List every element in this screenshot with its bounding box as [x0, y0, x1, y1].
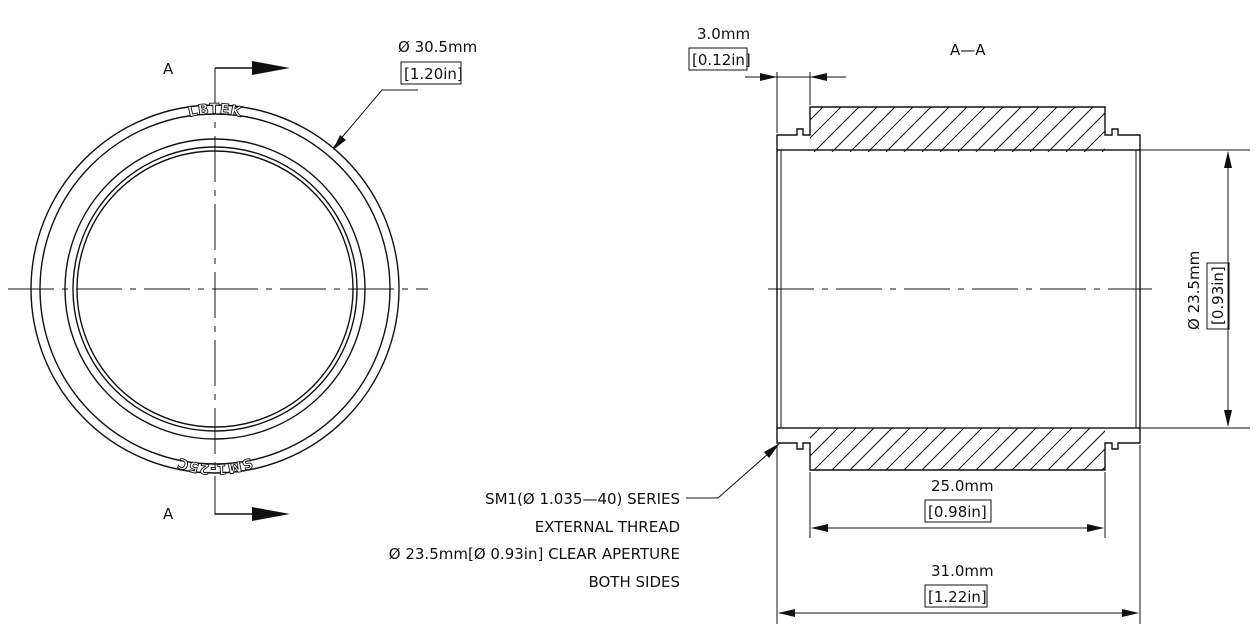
hatch-line [760, 428, 802, 470]
hatch-line [1156, 428, 1198, 470]
section-arrow-top [252, 61, 290, 75]
hatch-line [1120, 428, 1162, 470]
logo-bottom-text: SM1-25C [176, 454, 255, 477]
thread-arrow-right [1087, 524, 1104, 532]
hatch-line [1011, 428, 1055, 470]
hatch-line [921, 428, 965, 470]
wall-dim-arrow-right [810, 73, 827, 81]
hatch-line [1120, 107, 1165, 152]
front-view: A A LBTEK SM1-25C Ø 30.5mm [1.20in] [8, 38, 477, 523]
wall-dim-mm: 3.0mm [697, 25, 750, 43]
hatch-line [1083, 130, 1105, 152]
aperture-arrow-top [1224, 151, 1232, 168]
hatch-line [1065, 112, 1105, 152]
thread-length-in: [0.98in] [928, 503, 987, 521]
logo-bottom: SM1-25C [175, 454, 255, 478]
hatch-line [831, 428, 875, 470]
aperture-dim-in: [0.93in] [1209, 266, 1227, 325]
wall-dim-in: [0.12in] [692, 51, 751, 69]
thread-length-box [924, 499, 992, 523]
bottom-wall-profile [776, 428, 1141, 471]
hatch-line [867, 107, 914, 152]
hatch-line [813, 107, 860, 152]
total-arrow-right [1122, 609, 1139, 617]
hatch-line [831, 107, 878, 152]
hatch-line [1029, 107, 1076, 152]
hatch-line [810, 107, 824, 121]
hatch-line [957, 428, 1001, 470]
hatch-line [813, 428, 857, 470]
section-marker-top: A [163, 60, 174, 78]
aperture-arrow-bottom [1224, 410, 1232, 427]
hatch-line [810, 428, 839, 457]
total-length-box [924, 584, 988, 608]
hatch-line [903, 107, 950, 152]
hatch-line [1083, 448, 1105, 470]
hatch-line [849, 107, 896, 152]
wall-dim-arrow-left [760, 73, 777, 81]
hatch-line [1047, 428, 1091, 470]
hatch-line [885, 107, 932, 152]
hatch-line [810, 428, 821, 439]
section-title: A—A [950, 41, 986, 59]
thread-notes: SM1(Ø 1.035—40) SERIES EXTERNAL THREAD Ø… [389, 490, 680, 591]
note-line-1: SM1(Ø 1.035—40) SERIES [485, 490, 680, 508]
note-line-4: BOTH SIDES [588, 573, 680, 591]
top-hatch [810, 107, 1201, 152]
thread-length-mm: 25.0mm [931, 477, 994, 495]
aperture-dim-box [1206, 262, 1230, 330]
front-diameter-inch: [1.20in] [404, 65, 463, 83]
hatch-line [957, 107, 1004, 152]
aperture-label-group: Ø 23.5mm [1185, 251, 1203, 330]
aperture-label-in-group: [0.93in] [1206, 262, 1230, 330]
diameter-leader-arrow [333, 135, 346, 150]
front-diameter-box [400, 61, 462, 85]
thread-note-leader [686, 445, 778, 499]
hatch-line [1029, 428, 1073, 470]
diameter-leader [332, 89, 418, 149]
hatch-line [885, 428, 929, 470]
section-arrow-bottom [252, 507, 290, 521]
total-length-mm: 31.0mm [931, 562, 994, 580]
thread-arrow-left [811, 524, 828, 532]
front-diameter-label: Ø 30.5mm [398, 38, 477, 56]
hatch-line [1011, 107, 1058, 152]
note-line-3: Ø 23.5mm[Ø 0.93in] CLEAR APERTURE [389, 545, 680, 563]
thread-note-arrow [764, 443, 780, 458]
hatch-line [1101, 466, 1105, 470]
logo-top: LBTEK [186, 101, 244, 121]
hatch-line [975, 107, 1022, 152]
section-view: A—A 3.0mm [0.12in] Ø 23.5mm [686, 25, 1250, 624]
hatch-line [939, 428, 983, 470]
total-arrow-left [778, 609, 795, 617]
hatch-line [849, 428, 893, 470]
section-marker-bottom: A [163, 505, 174, 523]
note-line-2: EXTERNAL THREAD [535, 518, 680, 536]
aperture-dim-mm: Ø 23.5mm [1185, 251, 1203, 330]
hatch-line [903, 428, 947, 470]
hatch-line [975, 428, 1019, 470]
hatch-line [993, 107, 1040, 152]
hatch-line [921, 107, 968, 152]
hatch-line [867, 428, 911, 470]
hatch-line [993, 428, 1037, 470]
hatch-line [810, 107, 842, 139]
hatch-line [1138, 107, 1183, 152]
wall-dim-box [688, 47, 748, 71]
hatch-line [1047, 107, 1094, 152]
hatch-line [1065, 430, 1105, 470]
hatch-line [939, 107, 986, 152]
hatch-line [1156, 107, 1201, 152]
logo-top-text: LBTEK [187, 101, 244, 120]
total-length-in: [1.22in] [928, 588, 987, 606]
hatch-line [1138, 428, 1180, 470]
bottom-hatch [760, 428, 1198, 470]
top-wall-profile [776, 106, 1141, 150]
